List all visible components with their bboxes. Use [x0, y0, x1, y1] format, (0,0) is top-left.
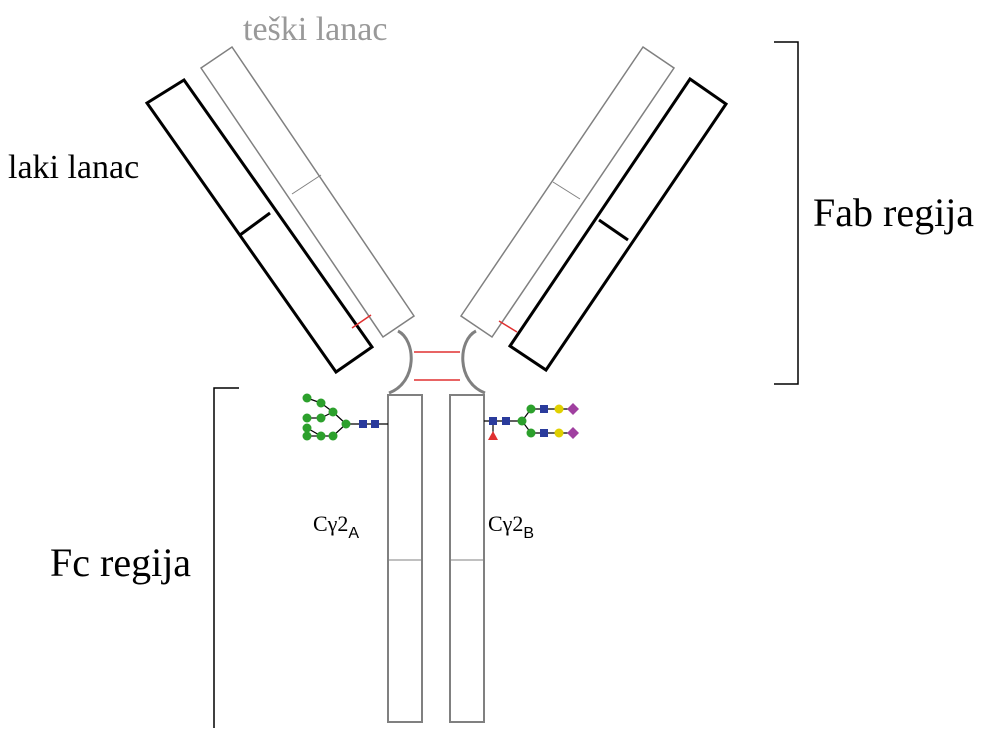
right-heavy-chain	[459, 45, 676, 339]
glcnac-icon	[489, 417, 497, 425]
mannose-icon	[302, 393, 312, 403]
glycan-left	[302, 393, 388, 441]
mannose-icon	[328, 407, 338, 417]
hinge-region	[388, 329, 486, 395]
mannose-icon	[526, 428, 536, 438]
heavy-chain-label: teški lanac	[243, 11, 387, 48]
glcnac-icon	[502, 417, 510, 425]
cgamma2-b-label: Cγ2B	[488, 511, 534, 542]
fab-region-label: Fab regija	[813, 190, 974, 235]
fc-region-label: Fc regija	[50, 540, 191, 585]
left-light-chain	[144, 77, 375, 375]
cgamma2-a-label: Cγ2A	[313, 511, 359, 542]
left-heavy-chain	[199, 45, 416, 339]
mannose-icon	[341, 419, 351, 429]
fc-heavy-chain-a	[387, 394, 423, 723]
mannose-icon	[316, 413, 326, 423]
glcnac-icon	[540, 405, 548, 413]
mannose-icon	[302, 431, 312, 441]
galactose-icon	[554, 428, 564, 438]
mannose-icon	[517, 416, 527, 426]
sialic-acid-icon	[567, 427, 579, 439]
fc-region-bracket	[213, 387, 239, 728]
mannose-icon	[526, 404, 536, 414]
mannose-icon	[302, 413, 312, 423]
glcnac-icon	[359, 420, 367, 428]
glcnac-icon	[540, 429, 548, 437]
glycan-right	[484, 403, 579, 440]
mannose-icon	[302, 423, 312, 433]
right-light-heavy-disulfide	[498, 320, 518, 333]
fc-heavy-chain-b	[449, 394, 485, 723]
left-light-heavy-disulfide	[351, 314, 372, 329]
mannose-icon	[316, 431, 326, 441]
fab-region-bracket	[774, 41, 799, 385]
right-light-chain	[507, 76, 729, 373]
mannose-icon	[328, 431, 338, 441]
galactose-icon	[554, 404, 564, 414]
light-chain-label: laki lanac	[8, 149, 139, 186]
sialic-acid-icon	[567, 403, 579, 415]
fucose-icon	[488, 431, 498, 440]
mannose-icon	[316, 398, 326, 408]
glcnac-icon	[371, 420, 379, 428]
